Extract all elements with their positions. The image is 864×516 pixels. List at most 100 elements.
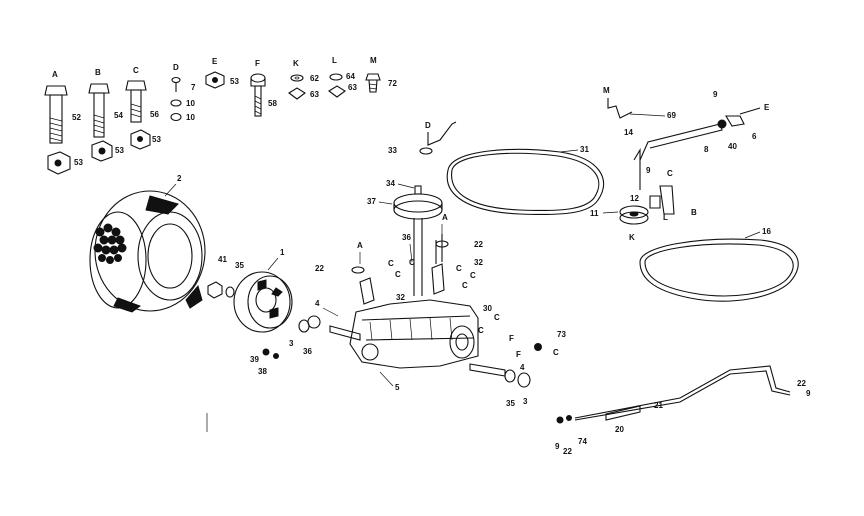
part-32-b: 32	[396, 293, 405, 302]
callout-k: K	[629, 233, 635, 242]
part-9-b: 9	[646, 166, 651, 175]
callout-c-4: C	[456, 264, 462, 273]
callout-c-7: C	[494, 313, 500, 322]
part-54: 54	[114, 111, 123, 120]
part-1: 1	[280, 248, 285, 257]
part-35-b: 35	[506, 399, 515, 408]
control-rod: 21 22 9 20 9 22 74	[555, 365, 811, 456]
part-8: 8	[704, 145, 709, 154]
part-10-a: 10	[186, 99, 195, 108]
part-30: 30	[483, 304, 492, 313]
transaxle: D 33 34 37 A 22 A	[315, 121, 566, 408]
part-36-b: 36	[402, 233, 411, 242]
part-72: 72	[388, 79, 397, 88]
part-53-a: 53	[74, 158, 83, 167]
part-39: 39	[250, 355, 259, 364]
callout-e: E	[764, 103, 770, 112]
part-63-b: 63	[348, 83, 357, 92]
part-14: 14	[624, 128, 633, 137]
letter-b: B	[95, 68, 101, 77]
callout-f-2: F	[516, 350, 521, 359]
part-10-b: 10	[186, 113, 195, 122]
part-12: 12	[630, 194, 639, 203]
belt-16: 16	[639, 227, 799, 302]
part-53-c: 53	[152, 135, 161, 144]
part-62: 62	[310, 74, 319, 83]
letter-a: A	[52, 70, 58, 79]
part-40: 40	[728, 142, 737, 151]
part-31: 31	[580, 145, 589, 154]
tread-pattern	[93, 223, 127, 264]
part-9-a: 9	[713, 90, 718, 99]
pin-d: D 7 10 10	[170, 63, 196, 122]
letter-e: E	[212, 57, 218, 66]
part-6: 6	[752, 132, 757, 141]
letter-d: D	[173, 63, 179, 72]
part-38: 38	[258, 367, 267, 376]
callout-b: B	[691, 208, 697, 217]
part-3-a: 3	[289, 339, 294, 348]
part-11: 11	[590, 209, 599, 218]
callout-f-1: F	[509, 334, 514, 343]
bolt-a: A 52	[44, 70, 81, 144]
callout-m: M	[603, 86, 610, 95]
callout-d: D	[425, 121, 431, 130]
callout-c-6: C	[462, 281, 468, 290]
callout-c-3: C	[409, 258, 415, 267]
shift-linkage: M 69 9 E 6 14 40 8 9 C 12 L B 11 K	[590, 86, 770, 242]
part-2: 2	[177, 174, 182, 183]
nut-e: E 53	[205, 57, 239, 89]
part-64: 64	[346, 72, 355, 81]
part-7: 7	[191, 83, 196, 92]
part-3-b: 3	[523, 397, 528, 406]
part-37: 37	[367, 197, 376, 206]
letter-m: M	[370, 56, 377, 65]
part-53-b: 53	[115, 146, 124, 155]
part-4-a: 4	[315, 299, 320, 308]
bolt-b: B 54	[88, 68, 123, 138]
part-9-c: 9	[555, 442, 560, 451]
part-53-d: 53	[230, 77, 239, 86]
letter-f: F	[255, 59, 260, 68]
belt-31: 31	[446, 145, 605, 216]
part-73: 73	[557, 330, 566, 339]
callout-l: L	[663, 213, 668, 222]
bolt-c: C 56	[125, 66, 159, 123]
part-16: 16	[762, 227, 771, 236]
part-32-a: 32	[474, 258, 483, 267]
callout-c-9: C	[553, 348, 559, 357]
part-22-a: 22	[315, 264, 324, 273]
callout-c-10: C	[667, 169, 673, 178]
nut-c: 53	[130, 129, 161, 150]
part-22-d: 22	[797, 379, 806, 388]
letter-c: C	[133, 66, 139, 75]
part-5: 5	[395, 383, 400, 392]
part-58: 58	[268, 99, 277, 108]
part-9-d: 9	[806, 389, 811, 398]
part-63-a: 63	[310, 90, 319, 99]
callout-a-1: A	[357, 241, 363, 250]
part-22-c: 22	[563, 447, 572, 456]
part-35-a: 35	[235, 261, 244, 270]
part-21: 21	[654, 401, 663, 410]
callout-c-8: C	[478, 326, 484, 335]
washer-k: K 62 63	[288, 59, 319, 100]
nut-b: 53	[91, 140, 124, 162]
part-33: 33	[388, 146, 397, 155]
wheel-rim: 1 41 35 39 38 3 36	[207, 248, 321, 376]
part-56: 56	[150, 110, 159, 119]
part-34: 34	[386, 179, 395, 188]
part-22-b: 22	[474, 240, 483, 249]
part-36-a: 36	[303, 347, 312, 356]
letter-l: L	[332, 56, 337, 65]
callout-a-2: A	[442, 213, 448, 222]
part-52: 52	[72, 113, 81, 122]
part-20: 20	[615, 425, 624, 434]
letter-k: K	[293, 59, 299, 68]
bolt-f: F 58	[250, 59, 277, 117]
nut-a: 53	[47, 151, 83, 175]
callout-c-1: C	[388, 259, 394, 268]
callout-c-5: C	[470, 271, 476, 280]
washer-l: L 64 63	[328, 56, 357, 98]
